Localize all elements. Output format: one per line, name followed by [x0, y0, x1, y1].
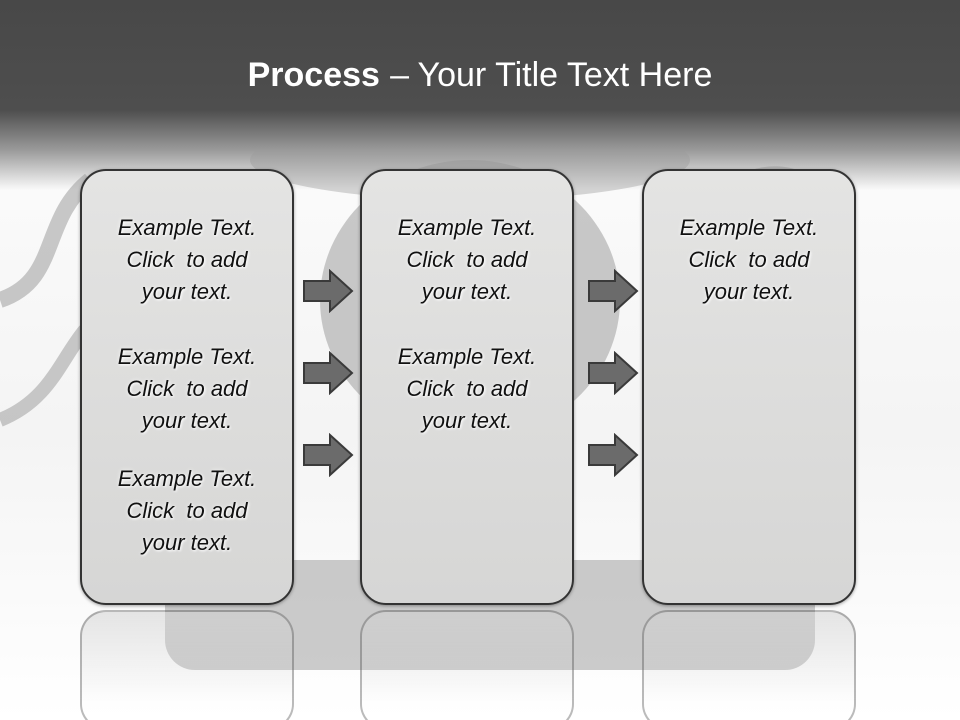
box-reflection — [642, 610, 856, 720]
right-arrow-icon[interactable] — [302, 351, 354, 395]
text-line: Example Text. — [679, 215, 819, 240]
text-line: Click to add — [406, 376, 528, 401]
right-arrow-icon[interactable] — [587, 351, 639, 395]
text-line: Click to add — [126, 498, 248, 523]
text-line: Click to add — [126, 247, 248, 272]
process-box-3[interactable]: Example Text. Click to add your text. — [642, 169, 856, 605]
text-line: your text. — [141, 408, 233, 433]
box-reflection — [80, 610, 294, 720]
right-arrow-icon[interactable] — [302, 433, 354, 477]
text-line: Click to add — [126, 376, 248, 401]
title-bar — [0, 0, 960, 190]
text-line: your text. — [141, 530, 233, 555]
text-line: Click to add — [688, 247, 810, 272]
slide-title[interactable]: Process–Your Title Text Here — [0, 52, 960, 98]
right-arrow-icon[interactable] — [302, 269, 354, 313]
right-arrow-icon[interactable] — [587, 433, 639, 477]
process-box-2[interactable]: Example Text. Click to add your text. Ex… — [360, 169, 574, 605]
text-line: your text. — [421, 408, 513, 433]
text-placeholder[interactable]: Example Text. Click to add your text. — [362, 212, 572, 308]
text-placeholder[interactable]: Example Text. Click to add your text. — [644, 212, 854, 308]
text-line: Click to add — [406, 247, 528, 272]
text-line: Example Text. — [117, 344, 257, 369]
text-line: Example Text. — [397, 215, 537, 240]
text-line: your text. — [141, 279, 233, 304]
box-reflection — [360, 610, 574, 720]
process-box-1[interactable]: Example Text. Click to add your text. Ex… — [80, 169, 294, 605]
title-bold: Process — [247, 56, 380, 94]
text-placeholder[interactable]: Example Text. Click to add your text. — [362, 341, 572, 437]
title-text: Your Title Text Here — [417, 56, 713, 94]
title-separator: – — [390, 56, 410, 94]
text-line: your text. — [703, 279, 795, 304]
right-arrow-icon[interactable] — [587, 269, 639, 313]
text-line: your text. — [421, 279, 513, 304]
text-placeholder[interactable]: Example Text. Click to add your text. — [82, 341, 292, 437]
text-placeholder[interactable]: Example Text. Click to add your text. — [82, 212, 292, 308]
text-line: Example Text. — [117, 466, 257, 491]
text-line: Example Text. — [397, 344, 537, 369]
text-placeholder[interactable]: Example Text. Click to add your text. — [82, 463, 292, 559]
text-line: Example Text. — [117, 215, 257, 240]
